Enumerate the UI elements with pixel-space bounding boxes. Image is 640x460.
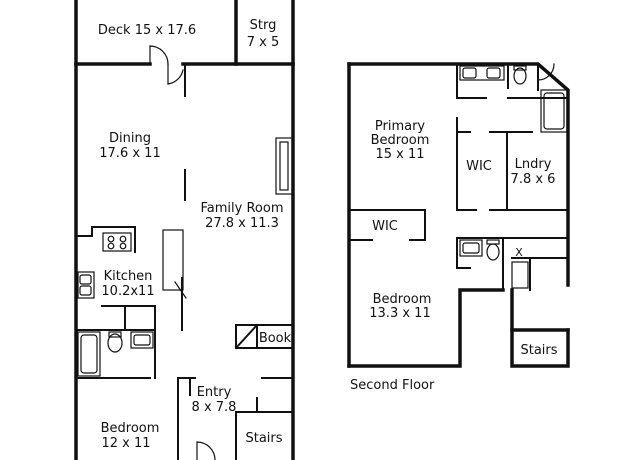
strg-name: Strg bbox=[250, 18, 277, 33]
second-floor-walls bbox=[347, 62, 570, 368]
kitchen-dims: 10.2x11 bbox=[101, 284, 154, 299]
dining-name: Dining bbox=[109, 131, 151, 146]
first-floor-bath bbox=[77, 331, 154, 377]
family-room-name: Family Room bbox=[201, 201, 284, 216]
lndry-name: Lndry bbox=[515, 157, 552, 172]
wic-2-label: WIC bbox=[372, 219, 398, 234]
deck-door bbox=[149, 45, 184, 85]
lndry-dims: 7.8 x 6 bbox=[511, 172, 556, 187]
front-door bbox=[196, 441, 216, 460]
primary-bedroom-dims: 15 x 11 bbox=[375, 147, 424, 162]
first-floor-walls bbox=[74, 0, 295, 460]
strg-dims: 7 x 5 bbox=[247, 35, 280, 50]
kitchen-name: Kitchen bbox=[104, 269, 153, 284]
primary-bath bbox=[459, 65, 568, 133]
x-mark: X bbox=[515, 246, 523, 259]
family-room-dims: 27.8 x 11.3 bbox=[205, 216, 279, 231]
bedroom-2-name: Bedroom bbox=[373, 292, 432, 307]
primary-bedroom-line2: Bedroom bbox=[371, 133, 430, 148]
laundry-door bbox=[537, 63, 555, 81]
island bbox=[162, 229, 187, 299]
book-label: Book bbox=[259, 331, 292, 346]
range bbox=[102, 232, 132, 252]
bedroom-1-dims: 12 x 11 bbox=[101, 436, 150, 451]
bedroom-2-dims: 13.3 x 11 bbox=[369, 306, 430, 321]
stairs-1-label: Stairs bbox=[245, 431, 282, 446]
stairs-2-label: Stairs bbox=[520, 343, 557, 358]
fireplace bbox=[275, 137, 294, 195]
second-floor-caption: Second Floor bbox=[350, 378, 435, 393]
dining-dims: 17.6 x 11 bbox=[99, 146, 160, 161]
kitchen-sink bbox=[77, 271, 95, 299]
entry-dims: 8 x 7.8 bbox=[192, 400, 237, 415]
wic-1-label: WIC bbox=[466, 159, 492, 174]
deck-label: Deck 15 x 17.6 bbox=[98, 23, 196, 38]
primary-bedroom-line1: Primary bbox=[375, 119, 426, 134]
first-floor-inner-walls bbox=[75, 63, 294, 460]
bedroom-1-name: Bedroom bbox=[101, 421, 160, 436]
hall-bath bbox=[459, 239, 529, 289]
entry-name: Entry bbox=[197, 385, 232, 400]
